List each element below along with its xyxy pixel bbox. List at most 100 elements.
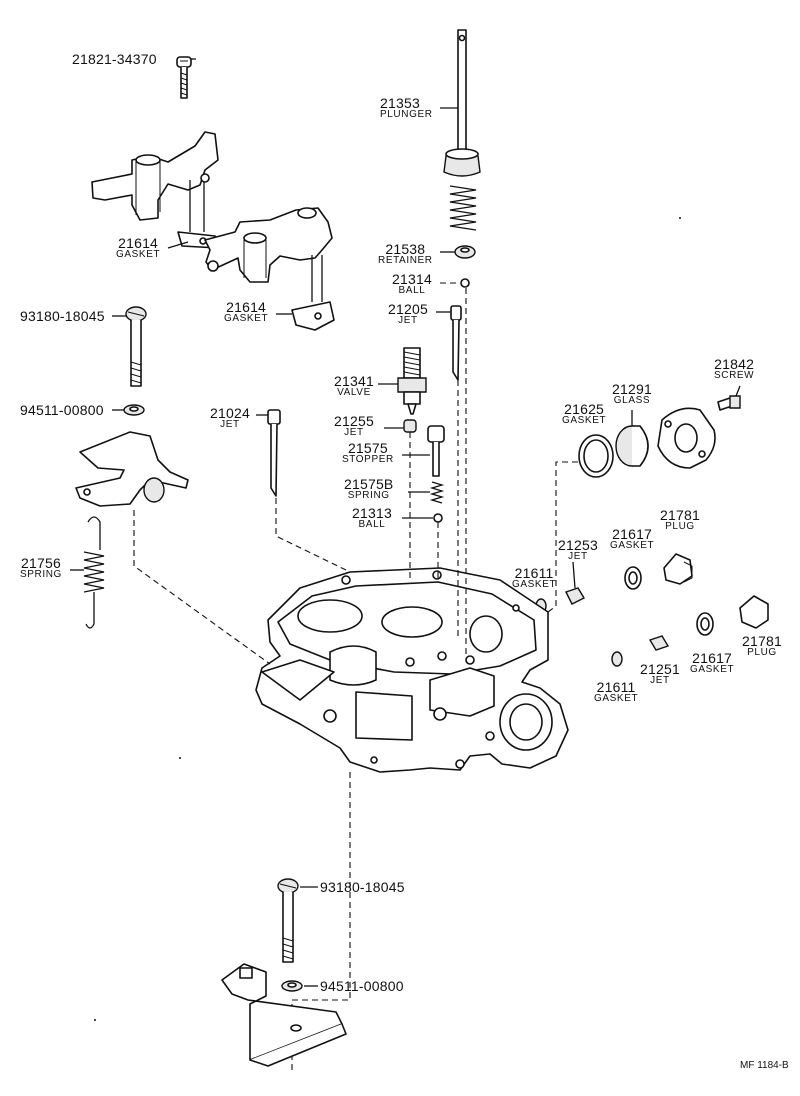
jet-21205-drawing: [450, 305, 462, 381]
label-21614b: 21614 GASKET: [224, 300, 268, 324]
part-number: 21611: [514, 565, 554, 581]
bottom-bracket-drawing: [221, 963, 347, 1067]
speck: [179, 757, 181, 759]
gasket-21617b-drawing: [696, 612, 714, 636]
label-93180b: 93180-18045: [320, 880, 405, 894]
lever-assembly-drawing: [91, 131, 335, 331]
label-21611b: 21611 GASKET: [594, 680, 638, 704]
part-name: PLUNGER: [380, 109, 433, 120]
ball-21314-drawing: [460, 278, 470, 288]
part-number: 21313: [352, 505, 392, 521]
screw-21821-drawing: [176, 56, 192, 99]
jet-21255-drawing: [403, 419, 417, 433]
carburetor-body-drawing: [255, 567, 569, 773]
part-number: 21253: [558, 537, 598, 553]
part-number: 21611: [596, 679, 636, 695]
label-21821: 21821-34370: [72, 52, 157, 66]
label-21614a: 21614 GASKET: [116, 236, 160, 260]
label-94511b: 94511-00800: [320, 979, 404, 993]
part-name: SPRING: [20, 569, 62, 580]
part-number: 21575B: [344, 476, 394, 492]
label-21353: 21353 PLUNGER: [380, 96, 433, 120]
part-name: JET: [398, 315, 418, 326]
label-21341: 21341 VALVE: [334, 374, 374, 398]
part-number: 21617: [692, 650, 733, 666]
washer-94511b-drawing: [281, 980, 303, 992]
label-21575B: 21575B SPRING: [344, 477, 393, 501]
bracket-lever-drawing: [75, 431, 189, 507]
part-number: 21781: [742, 633, 782, 649]
gasket-21611b-drawing: [611, 651, 623, 667]
label-21617a: 21617 GASKET: [610, 527, 654, 551]
part-number: 21617: [612, 526, 653, 542]
part-name: GASKET: [116, 249, 161, 260]
part-name: GASKET: [512, 579, 557, 590]
glass-21291-drawing: [615, 425, 649, 467]
stopper-drawing: [427, 425, 445, 477]
part-name: GASKET: [224, 313, 269, 324]
retainer-drawing: [454, 245, 476, 259]
part-number: 21341: [334, 373, 374, 389]
spring-21756-drawing: [83, 516, 105, 629]
label-21024: 21024 JET: [210, 406, 250, 430]
part-number: 21024: [210, 405, 250, 421]
part-name: GLASS: [613, 395, 651, 406]
plunger-drawing: [443, 29, 481, 177]
part-number: 21575: [347, 440, 388, 456]
leader-21614a: [167, 241, 189, 249]
part-name: GASKET: [610, 540, 655, 551]
part-number: 93180-18045: [320, 879, 405, 895]
label-21781b: 21781 PLUG: [742, 634, 782, 658]
plug-21781a-drawing: [663, 553, 693, 585]
label-21205: 21205 JET: [388, 302, 428, 326]
label-21756: 21756 SPRING: [20, 556, 62, 580]
label-21314: 21314 BALL: [392, 272, 432, 296]
part-number: 21625: [564, 401, 605, 417]
part-name: PLUG: [665, 521, 695, 532]
label-21255: 21255 JET: [334, 414, 374, 438]
part-number: 93180-18045: [20, 308, 105, 324]
drawing-code: MF 1184-B: [740, 1060, 789, 1071]
label-21625: 21625 GASKET: [562, 402, 606, 426]
plunger-spring-drawing: [449, 185, 477, 231]
label-21575: 21575 STOPPER: [342, 441, 394, 465]
plug-21781b-drawing: [739, 595, 769, 629]
part-number: 21842: [714, 356, 755, 372]
gasket-21617a-drawing: [624, 566, 642, 590]
part-number: 94511-00800: [320, 978, 404, 994]
label-21617b: 21617 GASKET: [690, 651, 734, 675]
part-number: 21291: [612, 381, 652, 397]
part-number: 21314: [392, 271, 432, 287]
part-name: JET: [344, 427, 364, 438]
part-number: 21614: [118, 235, 159, 251]
part-name: RETAINER: [378, 255, 433, 266]
part-name: SPRING: [347, 490, 390, 501]
label-93180a: 93180-18045: [20, 309, 105, 323]
gasket-21625-drawing: [578, 434, 614, 478]
washer-94511a-drawing: [123, 404, 145, 416]
part-name: BALL: [398, 285, 426, 296]
part-number: 21353: [380, 95, 420, 111]
part-number: 21255: [334, 413, 374, 429]
label-21538: 21538 RETAINER: [378, 242, 433, 266]
screw-93180a-drawing: [125, 306, 147, 387]
jet-21251-drawing: [648, 635, 670, 651]
part-name: JET: [650, 675, 670, 686]
part-name: SCREW: [714, 370, 755, 381]
speck: [679, 217, 681, 219]
label-21611a: 21611 GASKET: [512, 566, 556, 590]
part-name: BALL: [358, 519, 386, 530]
part-number: 21251: [640, 661, 680, 677]
ball-21313-drawing: [433, 513, 443, 523]
jet-21253-drawing: [565, 587, 585, 605]
screw-93180b-drawing: [277, 878, 299, 963]
label-21781a: 21781 PLUG: [660, 508, 700, 532]
part-name: JET: [220, 419, 240, 430]
part-name: GASKET: [690, 664, 735, 675]
screw-21842-drawing: [717, 395, 741, 411]
label-21251: 21251 JET: [640, 662, 680, 686]
part-number: 21538: [385, 241, 426, 257]
part-number: 21756: [21, 555, 61, 571]
